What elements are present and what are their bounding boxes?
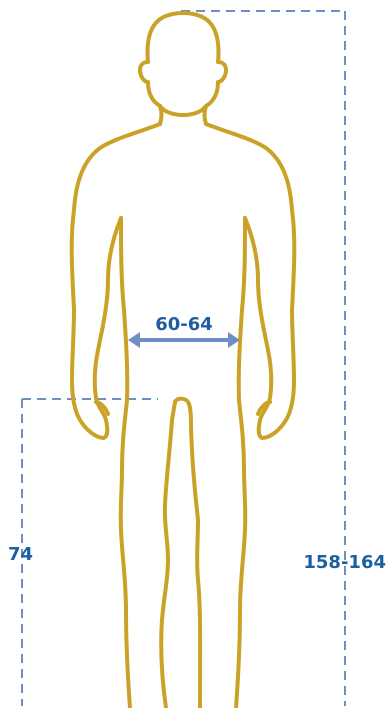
right-leg-outer — [236, 218, 245, 708]
left-leg-outer — [121, 218, 130, 708]
height-label: 158-164 — [303, 552, 386, 573]
head — [140, 13, 226, 124]
inseam-guide — [22, 399, 158, 706]
inseam-label: 74 — [8, 544, 33, 565]
waist-arrow-left-head — [128, 332, 140, 348]
right-arm — [206, 124, 294, 438]
body-outline — [72, 13, 295, 708]
chin — [160, 106, 206, 115]
waist-label: 60-64 — [155, 314, 213, 335]
left-arm — [72, 124, 160, 438]
body-silhouette — [161, 399, 200, 708]
